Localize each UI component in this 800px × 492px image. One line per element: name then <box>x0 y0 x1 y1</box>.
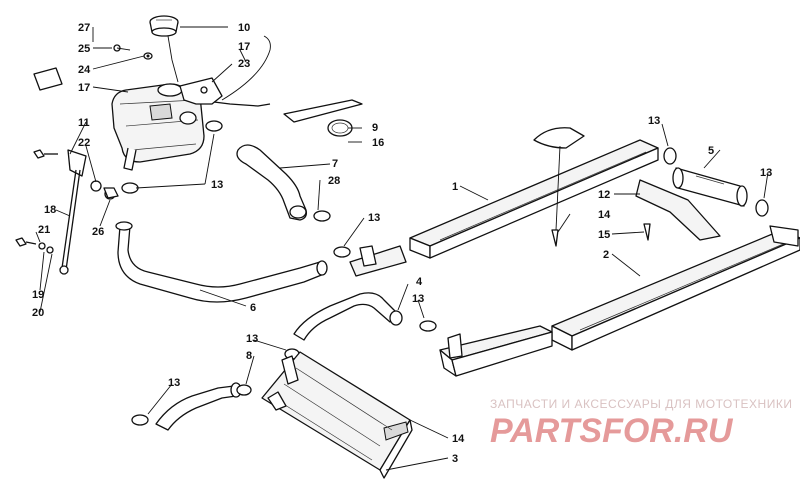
tank-bracket <box>179 77 223 105</box>
callout-11: 11 <box>78 117 90 129</box>
decal-label <box>33 67 63 91</box>
callout-4: 4 <box>416 276 423 288</box>
callout-27: 27 <box>78 22 90 34</box>
radiator-3 <box>261 351 413 479</box>
callout-2: 2 <box>603 249 609 261</box>
left-heat-exchanger <box>349 245 407 277</box>
callout-6: 6 <box>250 302 256 314</box>
tank-vent-line <box>283 99 363 123</box>
callout-28: 28 <box>328 175 340 187</box>
callout-15: 15 <box>598 229 610 241</box>
radiator-cap <box>149 15 179 37</box>
callout-13: 13 <box>368 212 380 224</box>
rivet-15 <box>643 223 651 241</box>
callout-22: 22 <box>78 137 90 149</box>
callout-12: 12 <box>598 189 610 201</box>
callout-5: 5 <box>708 145 714 157</box>
callout-18: 18 <box>44 204 56 216</box>
heat-exchanger-2 <box>551 229 800 351</box>
callout-9: 9 <box>372 122 378 134</box>
hose-7 <box>236 144 308 221</box>
watermark: ЗАПЧАСТИ И АКСЕССУАРЫ ДЛЯ МОТОТЕХНИКИ PA… <box>490 397 792 450</box>
deflector <box>533 127 585 231</box>
callout-8: 8 <box>246 350 252 362</box>
hose-clamp <box>121 120 769 426</box>
callout-13: 13 <box>412 293 424 305</box>
cap-tether <box>167 35 179 83</box>
callout-21: 21 <box>38 224 50 236</box>
callout-24: 24 <box>78 64 91 76</box>
callout-13: 13 <box>168 377 180 389</box>
coupler-hose-5 <box>672 167 748 207</box>
callout-13: 13 <box>246 333 258 345</box>
hose-8 <box>155 382 242 431</box>
callout-7: 7 <box>332 158 338 170</box>
bracket-rod-assembly <box>59 149 116 275</box>
callout-20: 20 <box>32 307 44 319</box>
watermark-tagline: ЗАПЧАСТИ И АКСЕССУАРЫ ДЛЯ МОТОТЕХНИКИ <box>490 397 792 411</box>
screw-25 <box>113 44 131 52</box>
callout-23: 23 <box>238 58 250 70</box>
callout-19: 19 <box>32 289 44 301</box>
overflow-hose <box>213 35 271 107</box>
callout-1: 1 <box>452 181 458 193</box>
callout-17: 17 <box>78 82 90 94</box>
hose-4 <box>293 292 403 341</box>
hose-6 <box>115 221 328 303</box>
callout-17: 17 <box>238 41 250 53</box>
bolt-11 <box>33 149 58 159</box>
callout-labels: 27 25 24 17 10 17 23 9 16 11 22 13 7 28 … <box>32 22 772 465</box>
callout-14: 14 <box>598 209 611 221</box>
rivet-14 <box>551 229 559 247</box>
leader-lines <box>35 26 769 471</box>
callout-25: 25 <box>78 43 90 55</box>
heat-exchanger-1 <box>409 139 659 259</box>
callout-14: 14 <box>452 433 465 445</box>
callout-26: 26 <box>92 226 104 238</box>
callout-13: 13 <box>760 167 772 179</box>
washer-24 <box>143 52 153 60</box>
heat-exchanger-connector <box>635 179 721 241</box>
nut-26 <box>103 187 119 199</box>
watermark-logo: PARTSFOR.RU <box>490 412 734 450</box>
callout-3: 3 <box>452 453 458 465</box>
coolant-tank <box>111 83 205 171</box>
callout-13: 13 <box>648 115 660 127</box>
bolt-21 <box>15 237 54 254</box>
callout-10: 10 <box>238 22 250 34</box>
rear-end-cap <box>769 225 799 247</box>
callout-13: 13 <box>211 179 223 191</box>
front-heat-exchanger <box>439 325 553 377</box>
callout-16: 16 <box>372 137 384 149</box>
